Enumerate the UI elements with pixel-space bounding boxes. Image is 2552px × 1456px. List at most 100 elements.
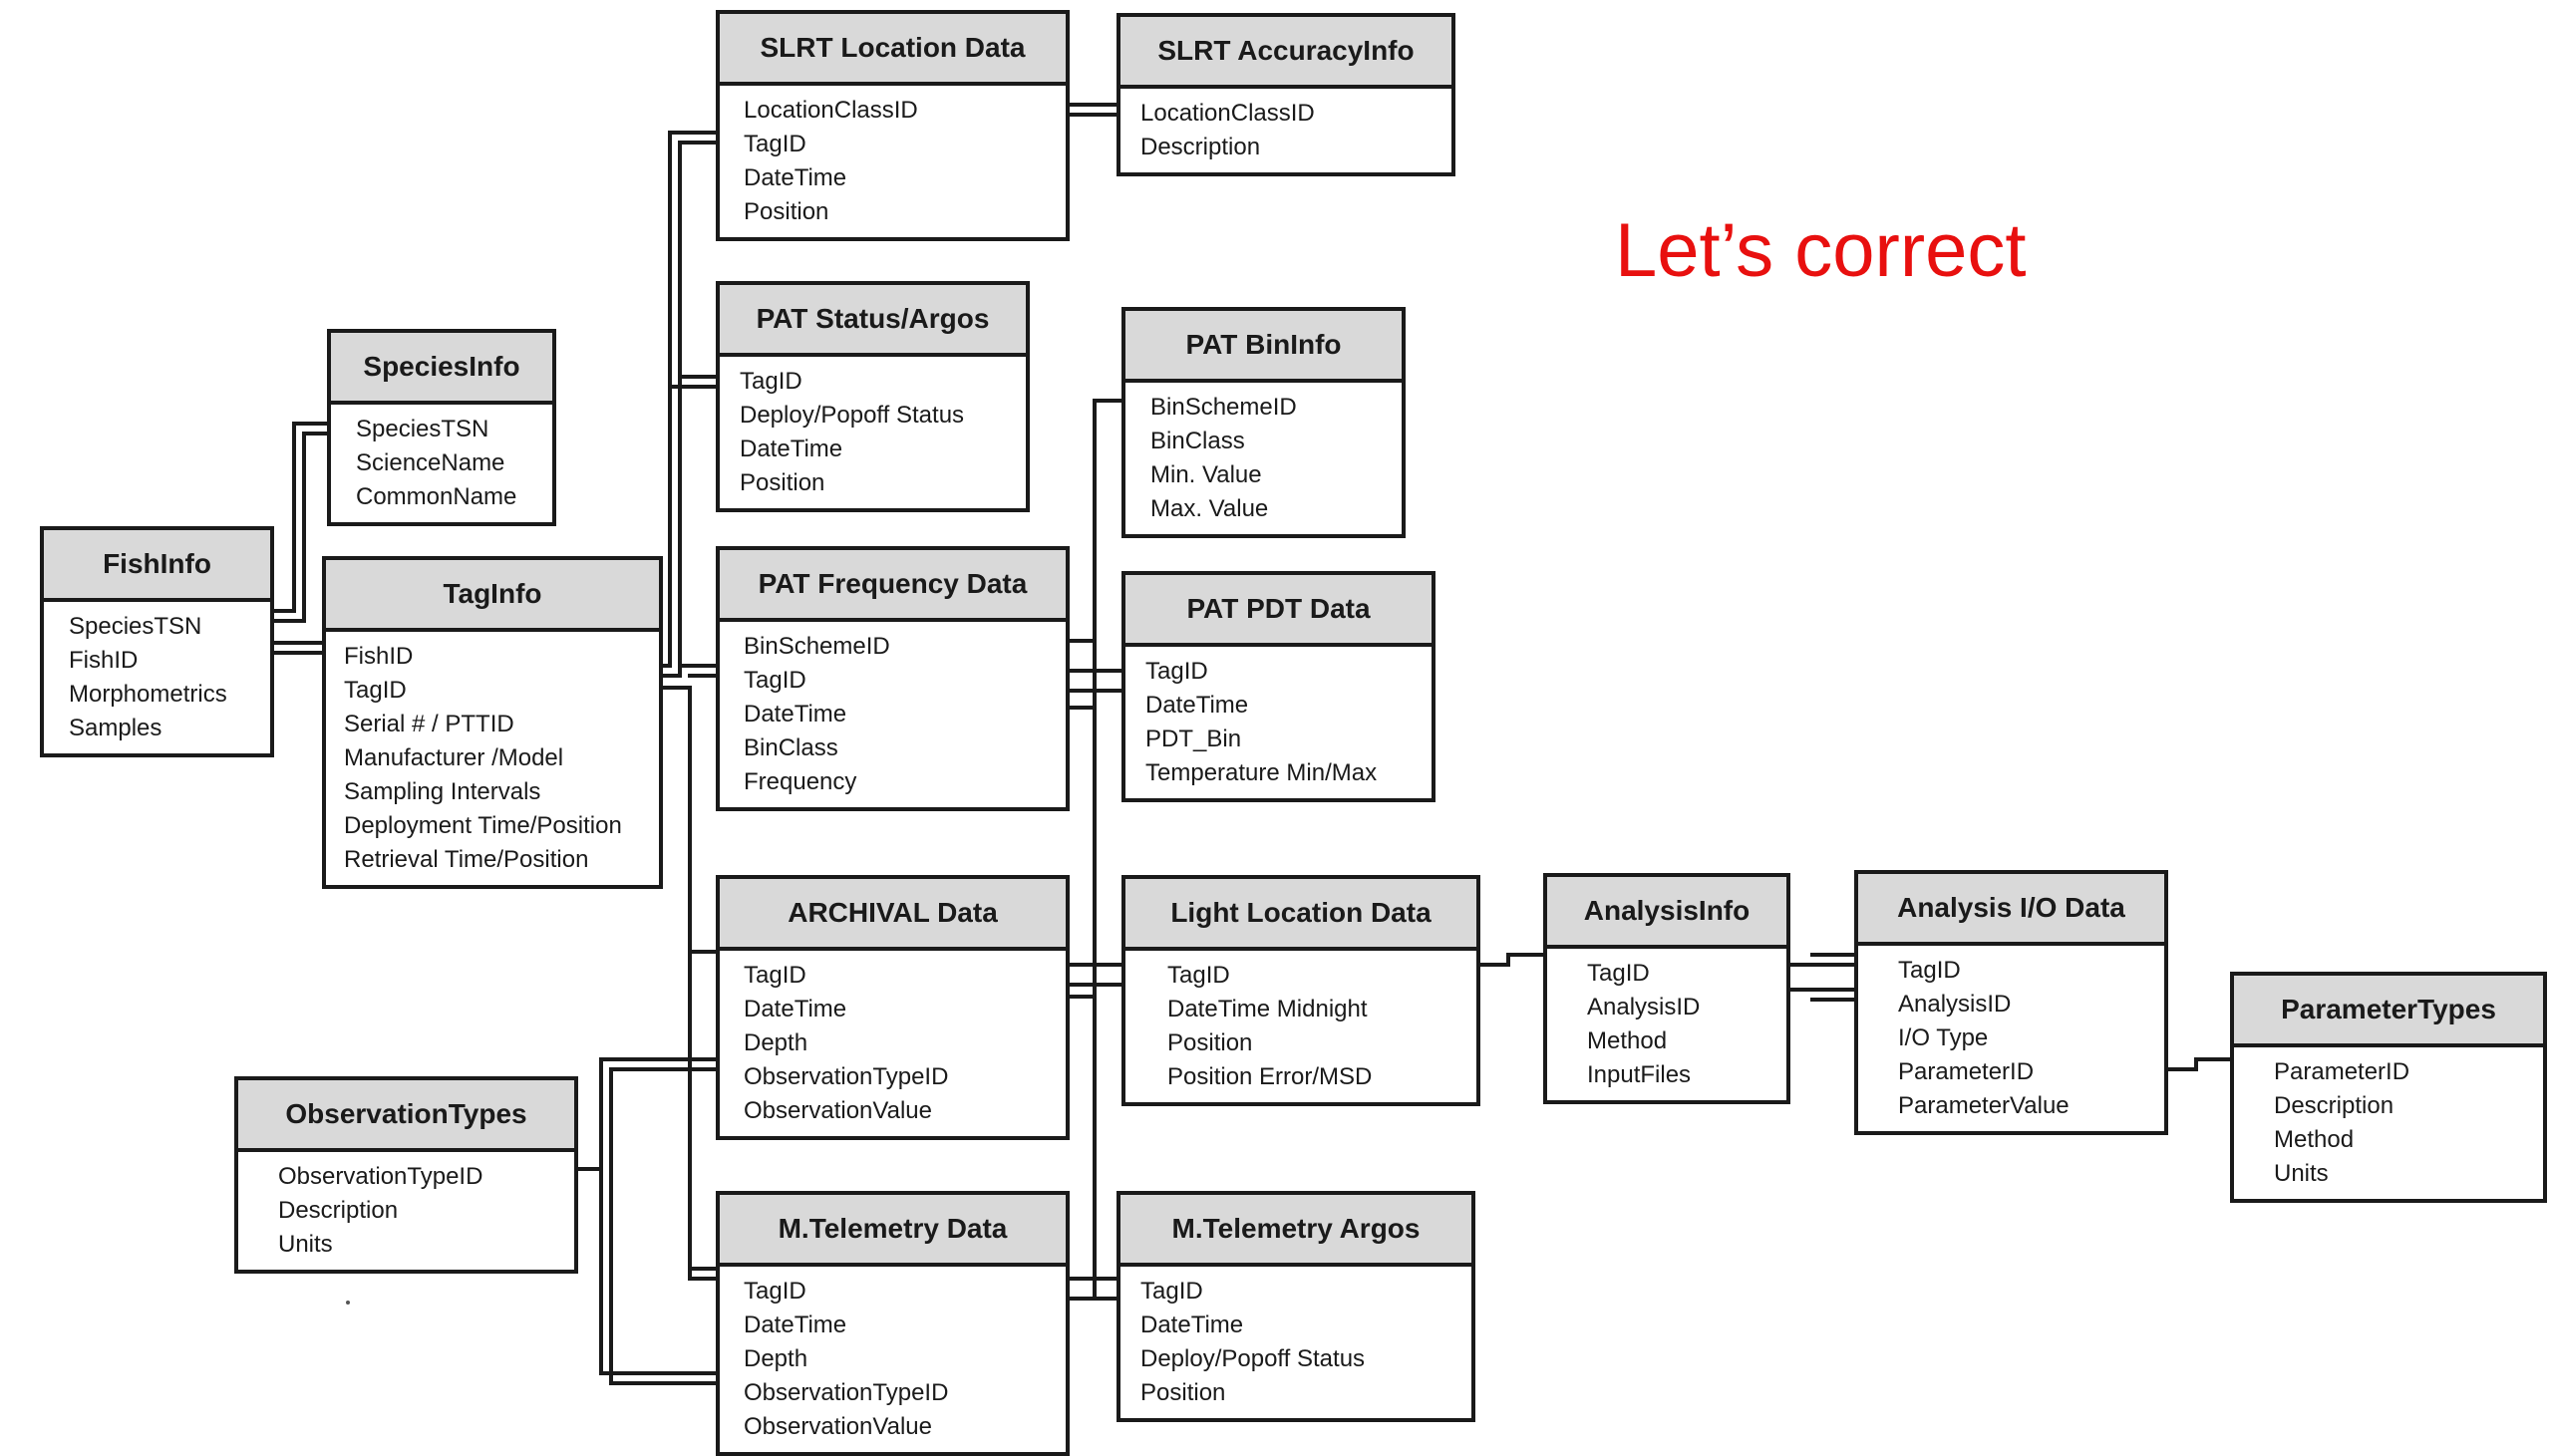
table-header: FishInfo (44, 530, 270, 602)
field-row: Description (278, 1197, 399, 1224)
table-header: PAT BinInfo (1125, 311, 1402, 383)
field-row: ObservationValue (744, 1097, 932, 1124)
table-archival-data: ARCHIVAL Data TagID DateTime Depth Obser… (716, 875, 1070, 1140)
table-title: Light Location Data (1170, 897, 1432, 928)
field-row: FishID (344, 643, 414, 670)
field-row: ObservationTypeID (278, 1163, 483, 1190)
field-row: Method (1587, 1027, 1668, 1054)
field-row: TagID (1145, 658, 1208, 685)
field-row: ParameterValue (1898, 1092, 2070, 1119)
table-header: PAT Frequency Data (720, 550, 1066, 622)
field-row: PDT_Bin (1145, 726, 1242, 752)
field-row: TagID (1898, 957, 1961, 984)
field-row: SpeciesTSN (356, 416, 489, 442)
table-title: M.Telemetry Argos (1171, 1213, 1421, 1244)
field-row: Morphometrics (69, 681, 227, 708)
table-title: PAT Frequency Data (758, 568, 1028, 599)
field-row: SpeciesTSN (69, 613, 202, 640)
table-title: SLRT Location Data (760, 32, 1026, 63)
table-header: M.Telemetry Data (720, 1195, 1066, 1267)
field-list: LocationClassID TagID DateTime Position (720, 86, 1066, 237)
field-list: TagID DateTime Depth ObservationTypeID O… (720, 951, 1066, 1136)
table-title: M.Telemetry Data (778, 1213, 1008, 1244)
field-row: TagID (744, 131, 806, 157)
field-list: TagID DateTime Depth ObservationTypeID O… (720, 1267, 1066, 1452)
field-row: DateTime (744, 164, 847, 191)
table-header: ObservationTypes (238, 1080, 574, 1152)
field-row: ScienceName (356, 449, 505, 476)
field-row: ParameterID (2274, 1058, 2410, 1085)
table-slrt-location-data: SLRT Location Data LocationClassID TagID… (716, 10, 1070, 241)
table-observationtypes: ObservationTypes ObservationTypeID Descr… (234, 1076, 578, 1274)
table-fishinfo: FishInfo SpeciesTSN FishID Morphometrics… (40, 526, 274, 757)
field-list: ParameterID Description Method Units (2234, 1047, 2543, 1199)
field-row: Position (1167, 1029, 1253, 1056)
table-header: M.Telemetry Argos (1120, 1195, 1471, 1267)
field-row: InputFiles (1587, 1061, 1692, 1088)
field-row: TagID (1140, 1278, 1203, 1305)
field-row: Deploy/Popoff Status (1140, 1345, 1366, 1372)
field-row: Description (1140, 134, 1261, 160)
field-row: DateTime Midnight (1167, 996, 1368, 1022)
field-list: BinSchemeID TagID DateTime BinClass Freq… (720, 622, 1066, 807)
field-row: ObservationTypeID (744, 1063, 949, 1090)
table-header: ParameterTypes (2234, 976, 2543, 1047)
field-row: Units (2274, 1160, 2329, 1187)
table-header: SpeciesInfo (331, 333, 552, 405)
field-row: Serial # / PTTID (344, 711, 514, 737)
table-header: Analysis I/O Data (1858, 874, 2164, 946)
field-row: FishID (69, 647, 139, 674)
field-row: AnalysisID (1898, 991, 2012, 1018)
field-row: DateTime (744, 701, 847, 728)
field-row: Units (278, 1231, 333, 1258)
field-row: DateTime (744, 1311, 847, 1338)
field-row: BinSchemeID (1150, 394, 1297, 421)
annotation-text: Let’s correct (1615, 208, 2027, 293)
table-title: PAT PDT Data (1186, 593, 1371, 624)
field-list: TagID DateTime Deploy/Popoff Status Posi… (1120, 1267, 1471, 1418)
field-list: TagID Deploy/Popoff Status DateTime Posi… (720, 357, 1026, 508)
table-header: ARCHIVAL Data (720, 879, 1066, 951)
field-row: BinClass (1150, 428, 1245, 454)
field-row: TagID (740, 368, 802, 395)
field-row: AnalysisID (1587, 994, 1701, 1020)
field-row: Frequency (744, 768, 857, 795)
field-list: ObservationTypeID Description Units (238, 1152, 574, 1270)
field-row: Deployment Time/Position (344, 812, 622, 839)
field-row: BinSchemeID (744, 633, 890, 660)
table-analysis-io-data: Analysis I/O Data TagID AnalysisID I/O T… (1854, 870, 2168, 1135)
field-row: LocationClassID (1140, 100, 1315, 127)
table-header: AnalysisInfo (1547, 877, 1786, 949)
field-row: Samples (69, 715, 162, 741)
field-row: Description (2274, 1092, 2394, 1119)
field-row: DateTime (740, 436, 843, 462)
field-row: Sampling Intervals (344, 778, 541, 805)
table-header: PAT Status/Argos (720, 285, 1026, 357)
field-row: I/O Type (1898, 1024, 1989, 1051)
table-mtelemetry-argos: M.Telemetry Argos TagID DateTime Deploy/… (1116, 1191, 1475, 1422)
table-title: Analysis I/O Data (1897, 892, 2125, 923)
field-row: ParameterID (1898, 1058, 2035, 1085)
field-row: Manufacturer /Model (344, 744, 564, 771)
field-row: Depth (744, 1345, 808, 1372)
table-speciesinfo: SpeciesInfo SpeciesTSN ScienceName Commo… (327, 329, 556, 526)
field-row: Position (740, 469, 825, 496)
field-row: Position (1140, 1379, 1226, 1406)
stray-dot (346, 1301, 350, 1305)
table-header: SLRT AccuracyInfo (1120, 17, 1451, 89)
table-header: Light Location Data (1125, 879, 1476, 951)
table-title: ParameterTypes (2281, 994, 2496, 1024)
table-header: SLRT Location Data (720, 14, 1066, 86)
table-light-location-data: Light Location Data TagID DateTime Midni… (1121, 875, 1480, 1106)
field-row: BinClass (744, 734, 838, 761)
field-list: TagID DateTime PDT_Bin Temperature Min/M… (1125, 647, 1432, 798)
field-row: Min. Value (1150, 461, 1262, 488)
table-title: FishInfo (103, 548, 211, 579)
field-row: Depth (744, 1029, 808, 1056)
table-header: PAT PDT Data (1125, 575, 1432, 647)
field-row: TagID (744, 962, 806, 989)
table-analysisinfo: AnalysisInfo TagID AnalysisID Method Inp… (1543, 873, 1790, 1104)
field-row: Retrieval Time/Position (344, 846, 589, 873)
table-title: SpeciesInfo (363, 351, 520, 382)
